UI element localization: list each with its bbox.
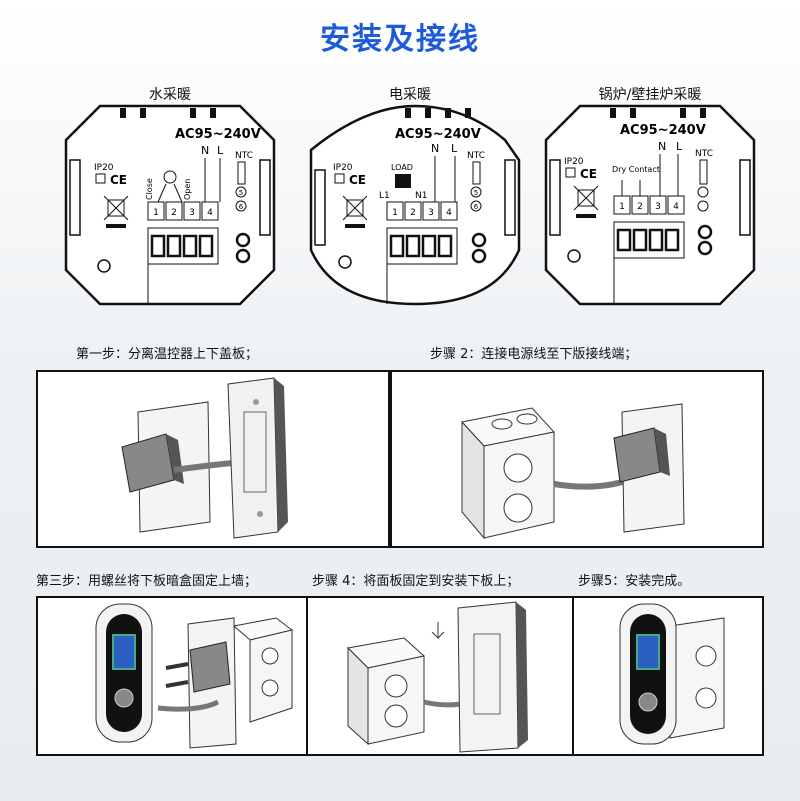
step-5-label: 步骤5：安装完成。 (578, 574, 691, 589)
svg-text:2: 2 (637, 202, 643, 212)
step-5-illustration (619, 603, 725, 745)
wiring-diagram-electric: AC95~240V N L NTC IP20 CE LOAD L1 N1 1 2 3… (309, 104, 521, 306)
step-1-illustration (121, 377, 288, 539)
wiring-diagram-water: AC95~240V N L NTC IP20 CE Close Open 1 2 3… (64, 104, 276, 306)
step-3-illustration (95, 603, 294, 749)
svg-text:4: 4 (446, 208, 452, 218)
step-4-frame (306, 596, 574, 756)
svg-text:1: 1 (619, 202, 625, 212)
svg-text:3: 3 (655, 202, 661, 212)
svg-text:6: 6 (474, 203, 479, 211)
page-title: 安装及接线 (320, 22, 480, 57)
open-label: Open (183, 179, 192, 200)
wiring-label-boiler: 锅炉/壁挂炉采暖 (598, 87, 702, 103)
ip-label: IP20 (94, 163, 114, 173)
ce-mark: CE (580, 167, 597, 181)
dry-contact-label: Dry Contact (612, 165, 660, 174)
step-3-frame (36, 596, 308, 756)
l1-label: L1 (379, 191, 390, 201)
l-label: L (217, 144, 224, 157)
ip-label: IP20 (333, 163, 353, 173)
connector-block (147, 227, 251, 265)
svg-text:1: 1 (392, 208, 398, 218)
svg-text:2: 2 (410, 208, 416, 218)
svg-text:5: 5 (239, 189, 243, 197)
step-1-frame (36, 370, 390, 548)
voltage-label: AC95~240V (620, 123, 706, 138)
step-2-label: 步骤 2：连接电源线至下版接线端； (430, 347, 638, 362)
terminal-block: 1 2 3 4 (386, 201, 458, 221)
l-label: L (676, 140, 683, 153)
ce-mark: CE (349, 173, 366, 187)
step-4-label: 步骤 4：将面板固定到安装下板上； (312, 574, 520, 589)
load-label: LOAD (391, 163, 413, 172)
step-2-illustration (461, 403, 685, 540)
voltage-label: AC95~240V (395, 127, 481, 142)
svg-text:3: 3 (428, 208, 434, 218)
n-label: N (201, 144, 209, 157)
svg-text:4: 4 (207, 208, 213, 218)
step-5-frame (572, 596, 764, 756)
step-4-illustration (346, 601, 528, 753)
svg-text:1: 1 (153, 208, 159, 218)
svg-text:6: 6 (239, 203, 244, 211)
ip-label: IP20 (564, 157, 584, 167)
step-1-label: 第一步：分离温控器上下盖板； (76, 347, 259, 362)
wiring-label-water: 水采暖 (149, 87, 191, 103)
ntc-label: NTC (235, 151, 253, 161)
svg-text:2: 2 (171, 208, 177, 218)
ce-mark: CE (110, 173, 127, 187)
svg-text:3: 3 (189, 208, 195, 218)
wiring-label-electric: 电采暖 (389, 87, 431, 103)
ntc-label: NTC (695, 149, 713, 159)
terminal-block: 1 2 3 4 (613, 195, 685, 215)
step-2-frame (390, 370, 764, 548)
weee-icon (342, 195, 368, 228)
svg-text:4: 4 (673, 202, 679, 212)
ntc-label: NTC (467, 151, 485, 161)
voltage-label: AC95~240V (175, 127, 261, 142)
step-3-label: 第三步：用螺丝将下板暗盒固定上墙； (36, 574, 258, 589)
l-label: L (451, 142, 458, 155)
close-label: Close (145, 178, 154, 200)
wiring-diagram-boiler: AC95~240V N L NTC IP20 CE Dry Contact 1 2… (544, 104, 756, 306)
weee-icon (573, 185, 599, 218)
n1-label: N1 (415, 191, 427, 201)
terminal-block: 1 2 3 4 (147, 201, 219, 221)
weee-icon (103, 195, 129, 228)
n-label: N (658, 140, 666, 153)
connector-block (613, 221, 713, 259)
connector-block (386, 227, 487, 265)
svg-text:5: 5 (474, 189, 478, 197)
n-label: N (431, 142, 439, 155)
